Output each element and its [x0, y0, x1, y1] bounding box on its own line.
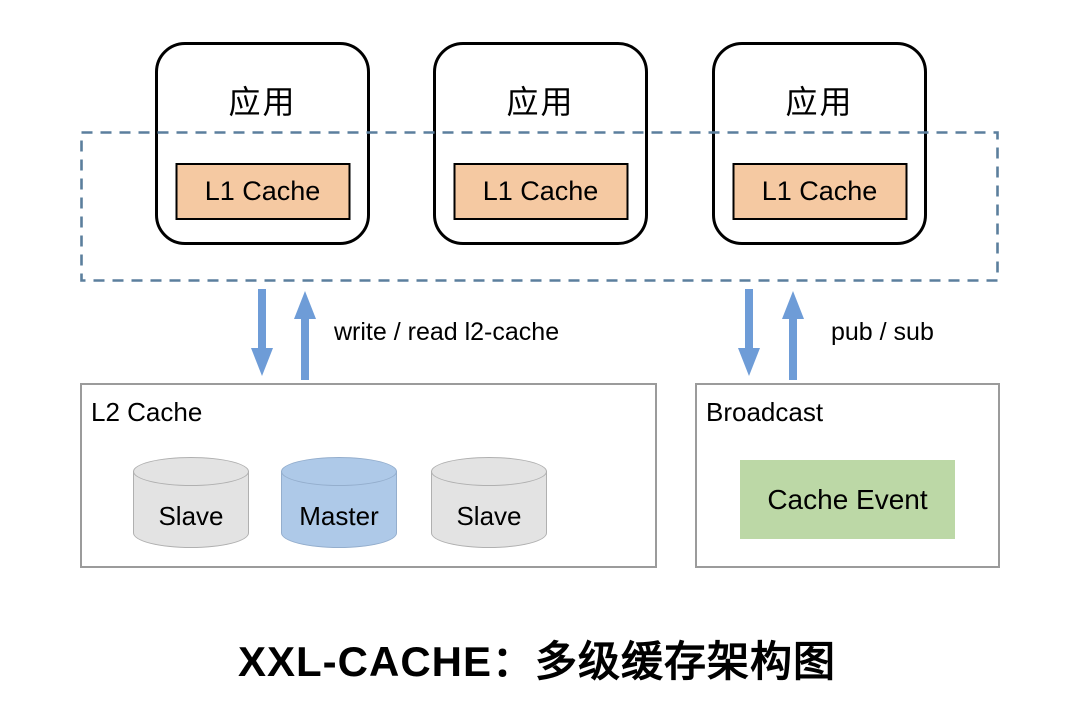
cylinder-top	[133, 457, 249, 486]
master-db-cylinder: Master	[281, 457, 397, 548]
write-down-arrow-icon	[251, 289, 273, 376]
read-up-arrow-icon	[294, 291, 316, 380]
app-box-2: 应用 L1 Cache	[433, 42, 648, 245]
cache-event-box: Cache Event	[740, 460, 955, 539]
cylinder-top	[431, 457, 547, 486]
slave-db-cylinder: Slave	[431, 457, 547, 548]
cylinder-top	[281, 457, 397, 486]
app-label: 应用	[228, 84, 297, 120]
app-box-1: 应用 L1 Cache	[155, 42, 370, 245]
app-box-3: 应用 L1 Cache	[712, 42, 927, 245]
broadcast-title: Broadcast	[706, 397, 824, 427]
l2-cache-title: L2 Cache	[91, 397, 203, 427]
l1-cache-box: L1 Cache	[453, 163, 628, 220]
broadcast-container: Broadcast Cache Event	[695, 383, 1000, 568]
sub-up-arrow-icon	[782, 291, 804, 380]
pub-sub-flow-label: pub / sub	[831, 318, 934, 346]
slave-db-cylinder: Slave	[133, 457, 249, 548]
l1-cache-box: L1 Cache	[732, 163, 907, 220]
app-label: 应用	[785, 84, 854, 120]
app-label: 应用	[506, 84, 575, 120]
diagram-title: XXL-CACHE：多级缓存架构图	[237, 638, 836, 685]
write-read-flow-label: write / read l2-cache	[334, 318, 560, 346]
master-label: Master	[281, 471, 397, 548]
pub-down-arrow-icon	[738, 289, 760, 376]
l2-cache-container: L2 Cache Slave Master Slave	[80, 383, 657, 568]
l1-cache-box: L1 Cache	[175, 163, 350, 220]
